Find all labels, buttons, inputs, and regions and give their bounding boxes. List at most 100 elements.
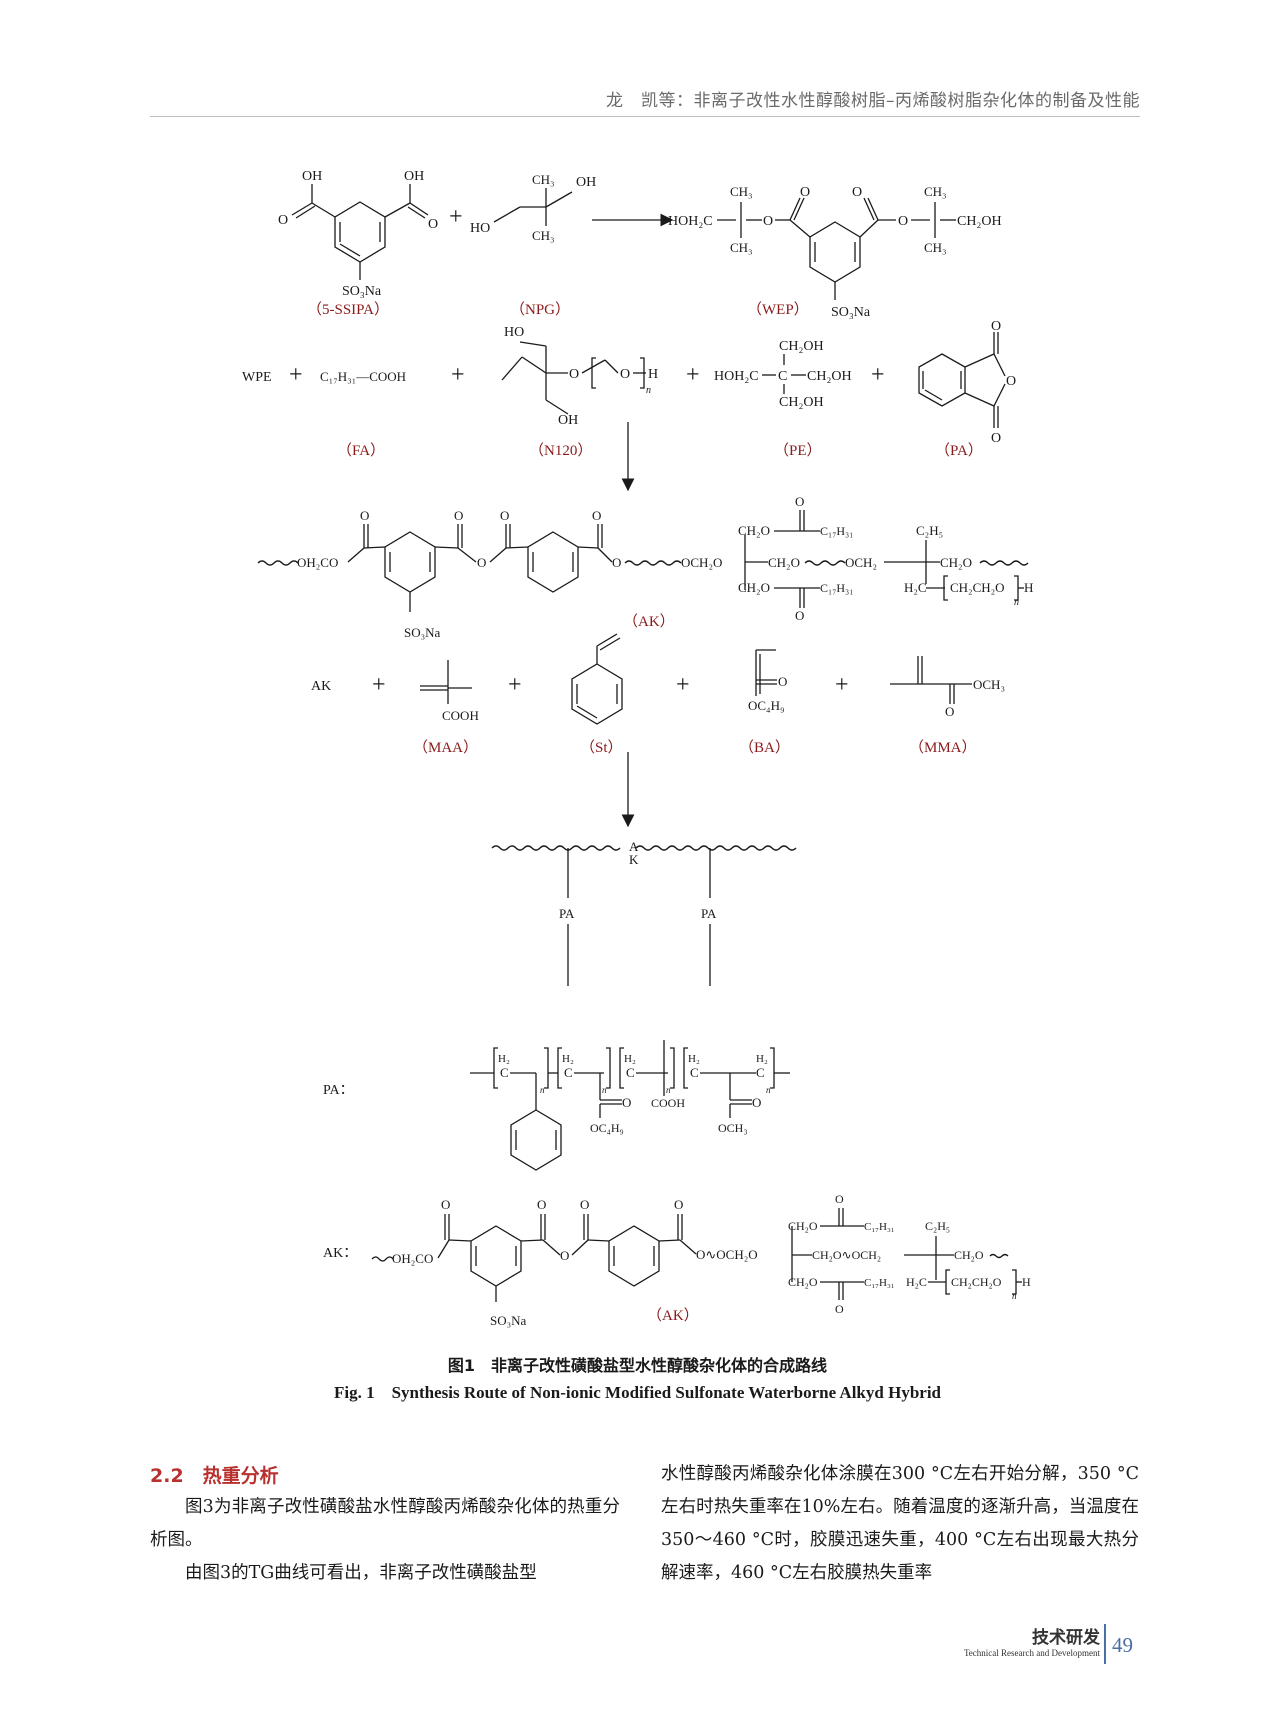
plus-sign: +: [835, 672, 849, 698]
ch2o-label: CH₂O: [768, 555, 800, 570]
c17h31-label: C₁₇H₃₁: [820, 524, 853, 538]
n-subscript: n: [766, 1085, 771, 1095]
label-pe: （PE）: [774, 442, 822, 459]
pa-label: PA: [701, 906, 717, 921]
npg-structure: CH₃ OH HO CH₃: [470, 172, 596, 243]
o-label: O: [537, 1197, 546, 1212]
oh-label: OH: [576, 175, 596, 190]
ch2oh-label: CH₂OH: [957, 214, 1002, 229]
ch3-label: CH₃: [730, 184, 753, 199]
ch3-label: CH₃: [924, 184, 947, 199]
h2-label: H₂: [688, 1053, 700, 1065]
ch2o-label: CH₂O: [788, 1219, 818, 1233]
h-label: H: [648, 367, 658, 382]
ch3-label: CH₃: [924, 240, 947, 255]
ssipa-structure: OH OH O O SO₃Na: [278, 169, 438, 299]
o-label: O: [580, 1197, 589, 1212]
plus-sign: +: [372, 672, 386, 698]
hoh2c-label: HOH₂C: [714, 369, 759, 384]
label-wep: （WEP）: [747, 301, 809, 318]
footer-section-cn: 技术研发: [1032, 1628, 1100, 1648]
footer-section-en: Technical Research and Development: [963, 1648, 1100, 1658]
o-label: O: [592, 508, 601, 523]
a-label: A: [629, 839, 639, 854]
och2o-label: OCH₂O: [681, 555, 722, 570]
o-label: O: [852, 185, 862, 200]
left-column: 图3为非离子改性磺酸盐水性醇酸丙烯酸杂化体的热重分析图。 由图3的TG曲线可看出…: [150, 1491, 620, 1590]
plus-sign: +: [686, 362, 700, 388]
c17h31-label: C₁₇H₃₁: [864, 1277, 895, 1289]
so3na-label: SO₃Na: [831, 305, 871, 320]
ch3-label: CH₃: [730, 240, 753, 255]
ba-structure: O OC₄H₉: [748, 649, 787, 713]
o-label: O: [991, 431, 1001, 446]
o-label: O: [795, 494, 804, 509]
o-label: O: [620, 367, 630, 382]
ak-prefix: AK：: [323, 1246, 357, 1261]
figure-caption-en: Fig. 1 Synthesis Route of Non-ionic Modi…: [333, 1383, 941, 1402]
oh2co-label: OH₂CO: [297, 555, 338, 570]
o-label: O: [454, 508, 463, 523]
cooh-label: COOH: [651, 1096, 685, 1110]
c-label: C: [690, 1065, 699, 1080]
label-st: （St）: [580, 739, 623, 756]
o-label: O: [898, 214, 908, 229]
mma-structure: OCH₃ O: [890, 656, 1005, 719]
h2c-label: H₂C: [904, 580, 927, 595]
n-subscript: n: [1014, 597, 1019, 608]
o-label: O: [795, 608, 804, 623]
c-label: C: [564, 1065, 573, 1080]
c2h5-label: C₂H₅: [925, 1219, 950, 1233]
oh2co-label: OH₂CO: [392, 1251, 433, 1266]
plus-sign: +: [508, 672, 522, 698]
n-subscript: n: [602, 1085, 607, 1095]
pa-prefix: PA：: [323, 1083, 354, 1098]
c17h31-label: C₁₇H₃₁: [820, 581, 853, 595]
label-ba: （BA）: [739, 739, 790, 756]
n-subscript: n: [1012, 1291, 1017, 1301]
ho-label: HO: [470, 221, 490, 236]
cooh-label: COOH: [442, 708, 479, 723]
o-label: O: [1006, 374, 1016, 389]
label-mma: （MMA）: [909, 739, 977, 756]
plus-sign: +: [451, 362, 465, 388]
o-label: O: [477, 555, 486, 570]
o-label: O: [360, 508, 369, 523]
ch2o-label: CH₂O∿OCH₂: [812, 1248, 881, 1262]
h2c-label: H₂C: [906, 1275, 927, 1289]
och2-label: OCH₂: [845, 555, 877, 570]
h2-label: H₂: [498, 1053, 510, 1065]
o-label: O: [778, 674, 787, 689]
fa-formula: C₁₇H₃₁—COOH: [320, 369, 406, 384]
o-label: O: [622, 1095, 631, 1110]
n120-structure: HO O O H n OH: [501, 325, 658, 428]
ch2o-label: CH₂O: [940, 555, 972, 570]
c17h31-label: C₁₇H₃₁: [864, 1221, 895, 1233]
wep-structure: HOH₂C CH₃ CH₃ O O O O CH₃ CH₃ CH₂OH SO₃N…: [668, 184, 1002, 320]
och3-label: OCH₃: [973, 677, 1005, 692]
plus-sign: +: [449, 204, 463, 230]
ak-structure-1: OH₂CO O O O O O O OCH₂O SO₃Na CH₂O: [257, 494, 1033, 640]
ch2oh-label: CH₂OH: [807, 369, 852, 384]
page-number: 49: [1112, 1633, 1133, 1657]
maa-structure: COOH: [420, 660, 479, 723]
oh-label: OH: [404, 169, 424, 184]
n-subscript: n: [646, 385, 651, 396]
paragraph: 图3为非离子改性磺酸盐水性醇酸丙烯酸杂化体的热重分析图。: [150, 1497, 620, 1550]
label-n120: （N120）: [529, 442, 592, 459]
header-rule: [150, 116, 1140, 117]
h2-label: H₂: [756, 1053, 768, 1065]
so3na-label: SO₃Na: [404, 625, 441, 640]
plus-sign: +: [676, 672, 690, 698]
ch2ch2o-label: CH₂CH₂O: [950, 580, 1005, 595]
ak-structure-2: OH₂CO O O O O O O∿OCH₂O SO₃Na CH₂O: [371, 1192, 1031, 1328]
o-label: O: [500, 508, 509, 523]
label-ak: （AK）: [623, 613, 675, 630]
o-label: O: [835, 1302, 844, 1316]
o-label: O: [441, 1197, 450, 1212]
right-column: 水性醇酸丙烯酸杂化体涂膜在300 °C左右开始分解，350 °C左右时热失重率在…: [661, 1458, 1139, 1590]
oc4h9-label: OC₄H₉: [590, 1121, 624, 1135]
o-label: O: [612, 555, 621, 570]
pa-anhydride-structure: O O O: [918, 319, 1016, 446]
n-subscript: n: [540, 1085, 545, 1095]
